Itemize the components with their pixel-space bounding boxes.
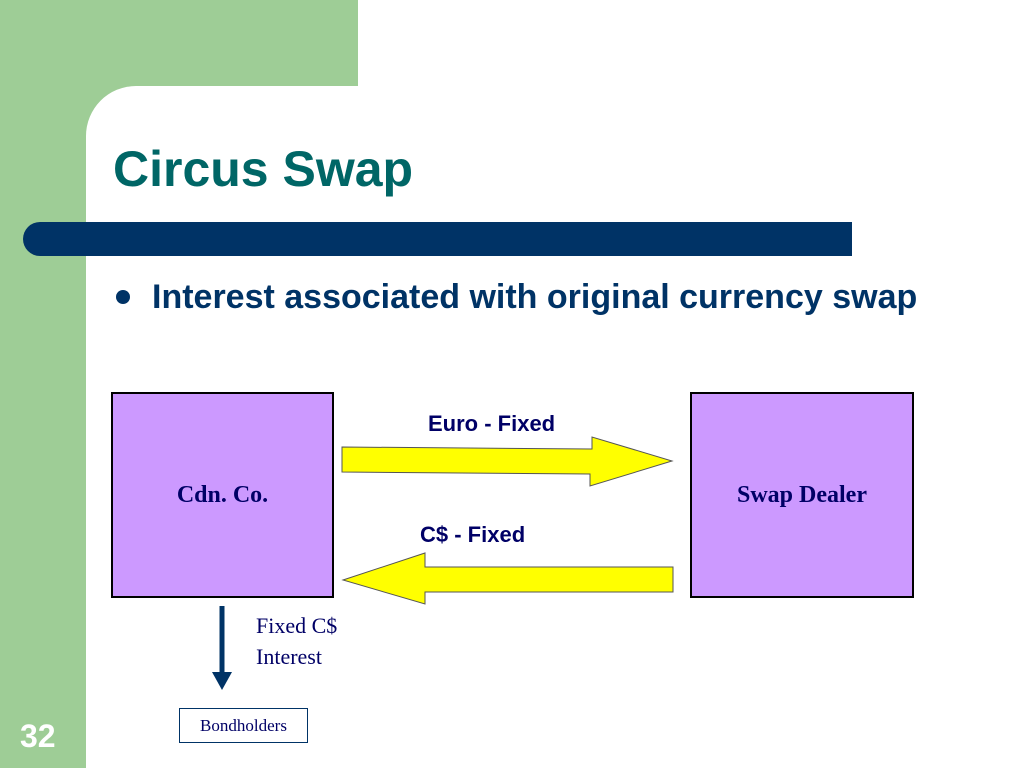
down-arrow-icon <box>212 672 232 690</box>
cdn-co-label: Cdn. Co. <box>176 481 269 508</box>
slide-title: Circus Swap <box>113 141 414 197</box>
green-corner <box>86 86 136 136</box>
cad-fixed-arrow <box>341 552 674 605</box>
bullet-text: Interest associated with original curren… <box>152 278 918 316</box>
interest-note-line-1: Fixed C$ <box>256 613 338 638</box>
swap-dealer-label: Swap Dealer <box>737 481 867 508</box>
green-left-band <box>0 0 86 768</box>
bondholders-label: Bondholders <box>200 715 287 735</box>
title-underline-bar <box>23 222 852 256</box>
euro-fixed-arrow <box>341 436 674 487</box>
bullet-dot-icon <box>116 290 130 304</box>
interest-note-line-2: Interest <box>256 644 322 669</box>
swap-dealer-box: Swap Dealer <box>690 392 914 598</box>
cad-fixed-label: C$ - Fixed <box>420 522 526 547</box>
cdn-co-box: Cdn. Co. <box>111 392 334 598</box>
euro-fixed-label: Euro - Fixed <box>428 411 556 436</box>
bondholders-box: Bondholders <box>179 708 308 743</box>
page-number: 32 <box>20 718 56 754</box>
fixed-cad-interest-note: Fixed C$ Interest <box>256 610 337 672</box>
